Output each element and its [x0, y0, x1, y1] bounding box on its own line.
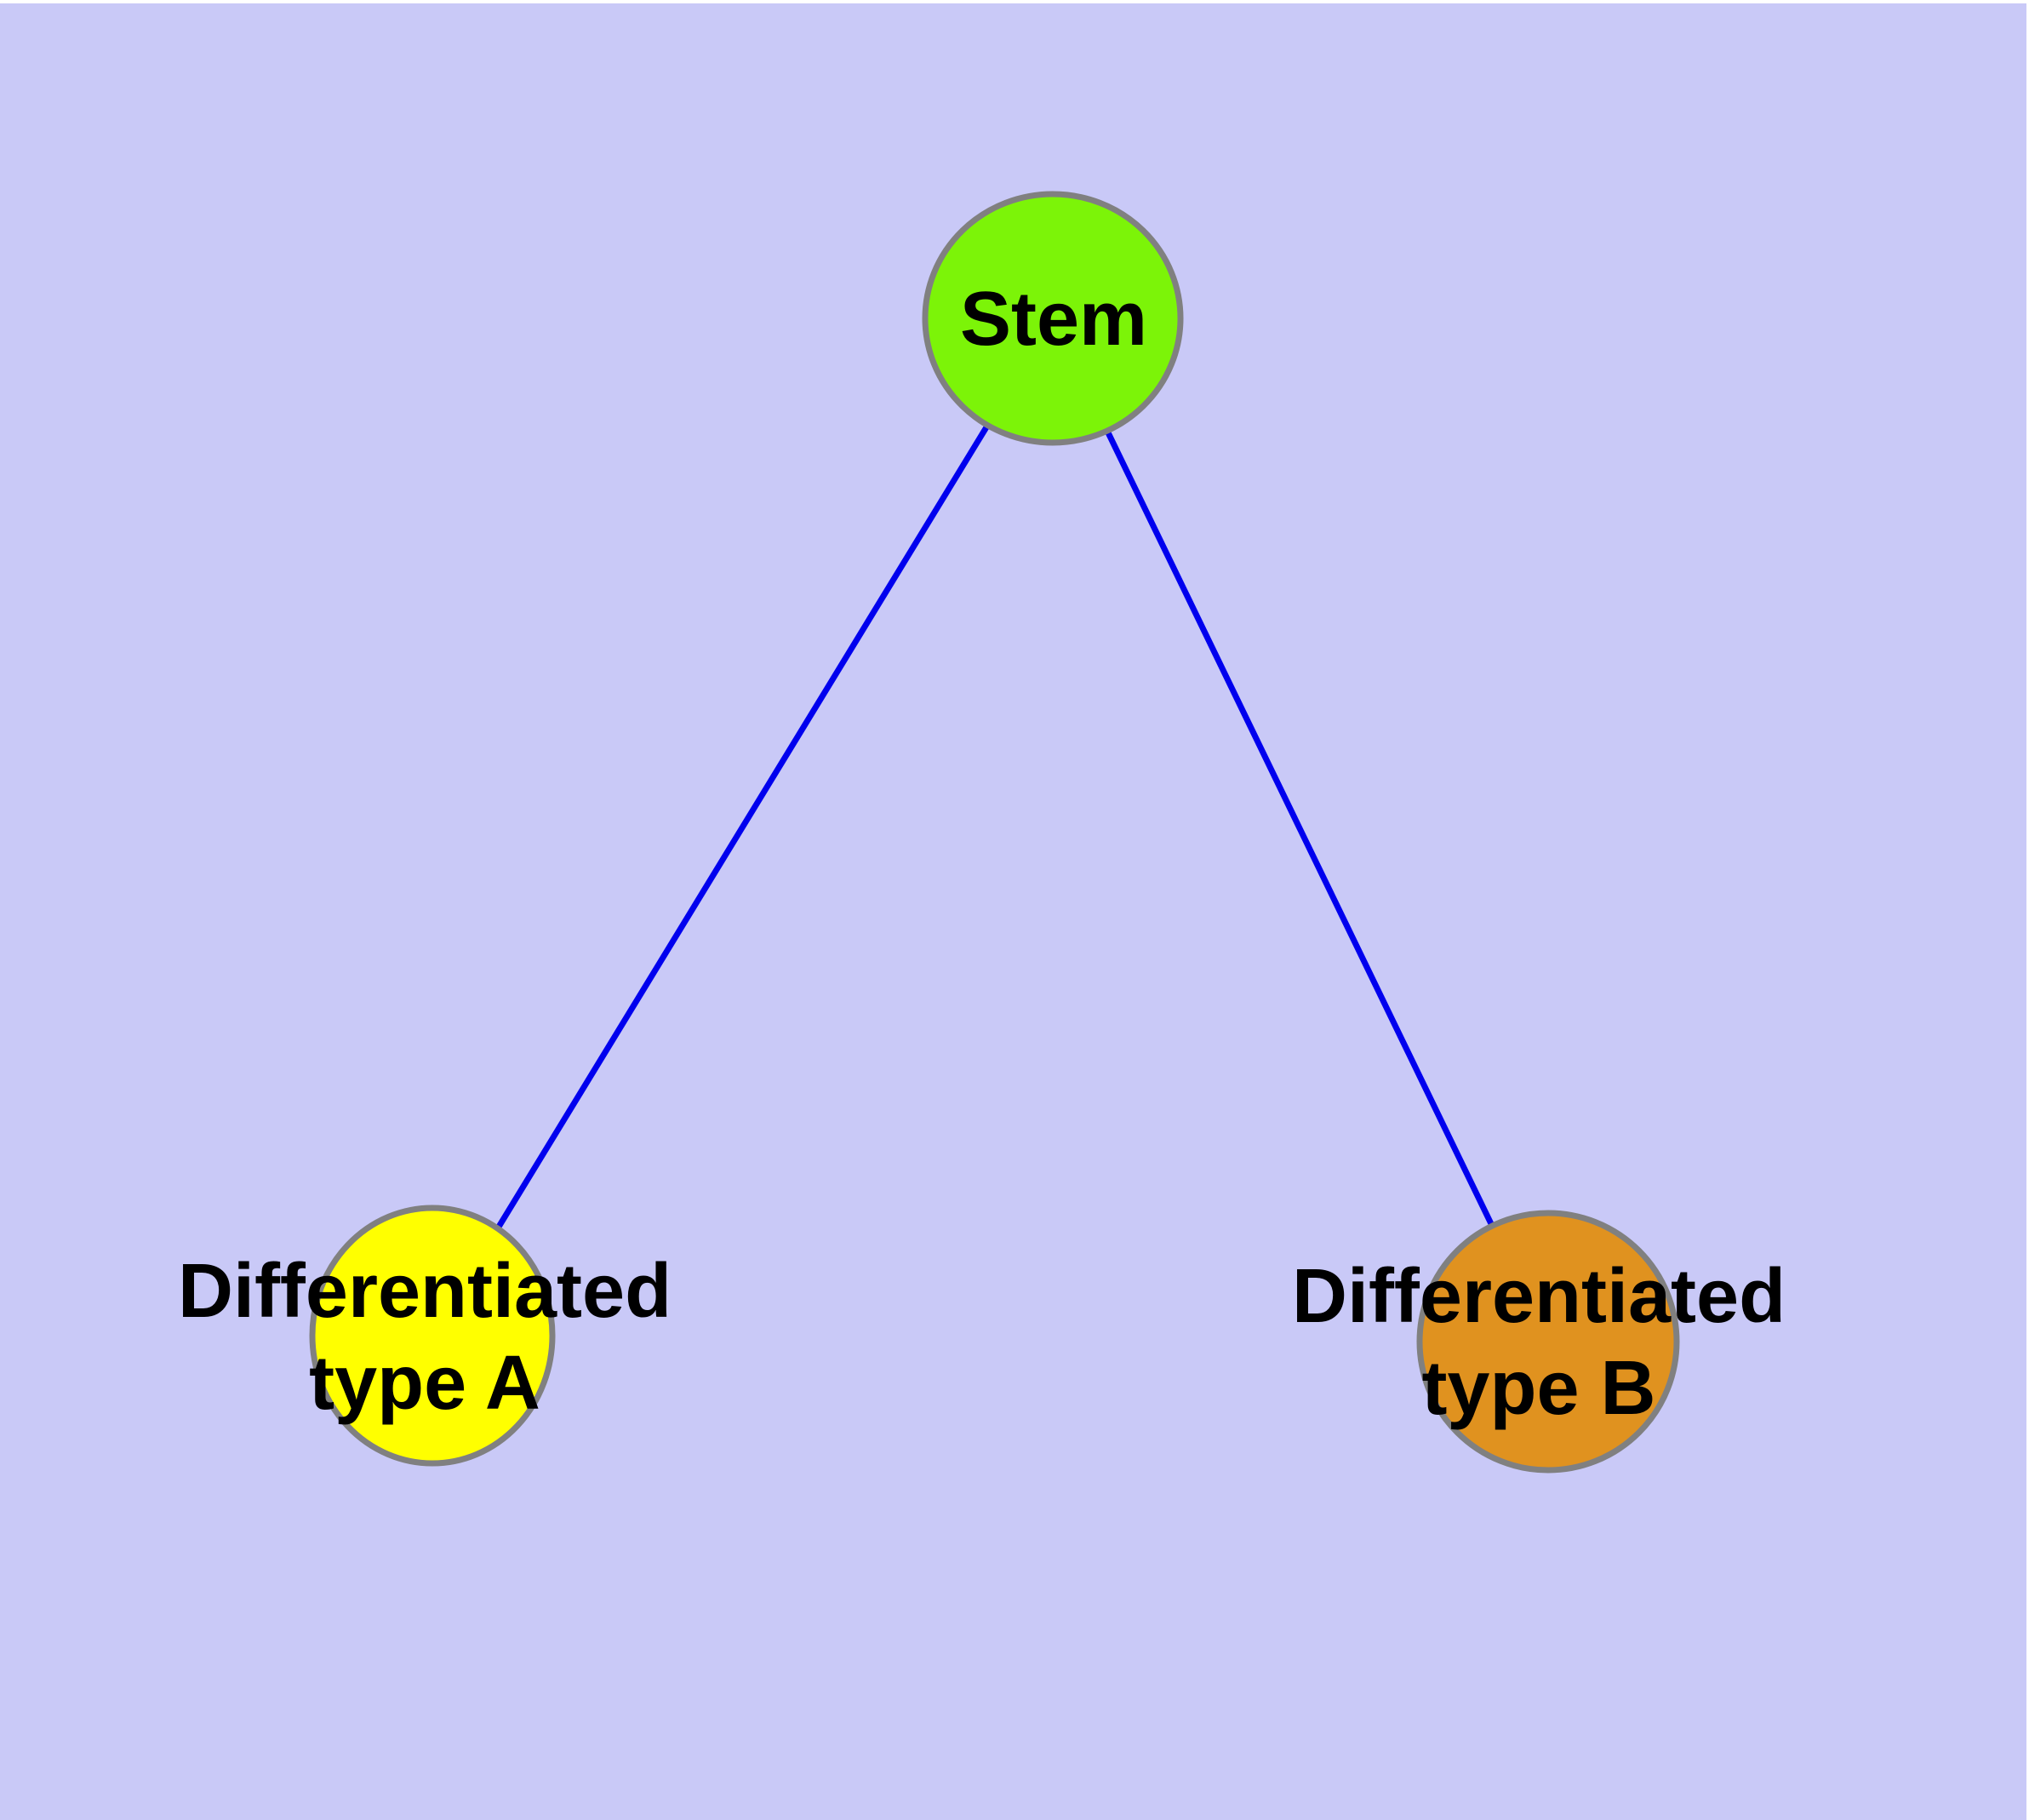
node-label-differentiated-type-a: Differentiated type A	[178, 1245, 672, 1429]
node-label-type-b-line2: type B	[1421, 1346, 1656, 1431]
node-differentiated-type-b[interactable]	[1416, 1210, 1680, 1474]
node-label-stem-line1: Stem	[959, 277, 1148, 362]
node-differentiated-type-a[interactable]	[309, 1205, 556, 1467]
node-label-type-a-line1: Differentiated	[177, 1249, 672, 1334]
graph-svg	[0, 3, 2026, 1820]
node-label-differentiated-type-b: Differentiated type B	[1292, 1251, 1786, 1434]
edge-stem-to-type-a	[430, 317, 1055, 1337]
diagram-canvas: Stem Differentiated type A Differentiate…	[0, 3, 2026, 1820]
node-label-type-a-line2: type A	[309, 1341, 540, 1426]
node-stem[interactable]	[922, 191, 1184, 446]
node-label-type-b-line1: Differentiated	[1291, 1254, 1786, 1339]
edge-stem-to-type-b	[1049, 317, 1552, 1343]
node-label-stem: Stem	[960, 273, 1147, 365]
